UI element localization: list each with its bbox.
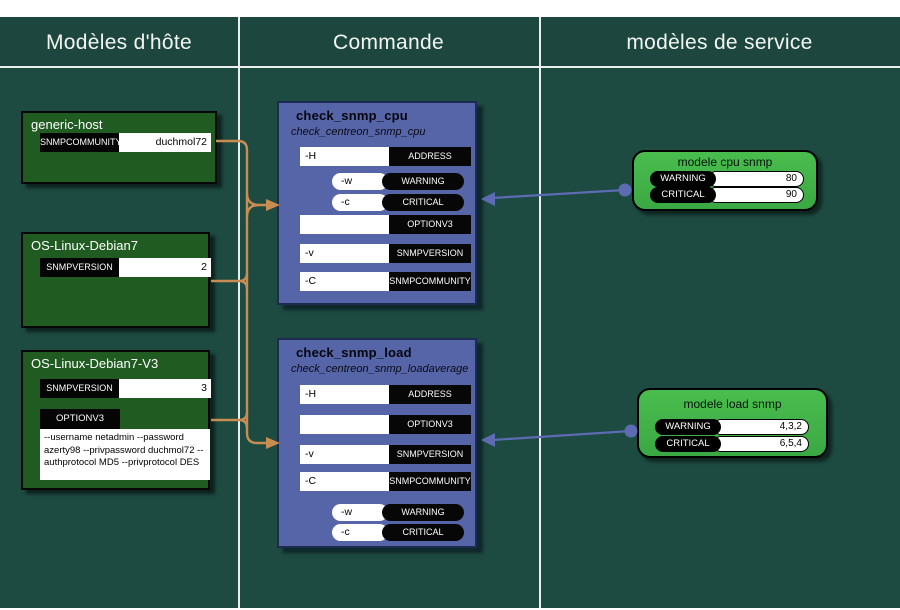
- threshold-value: 4,3,2: [713, 419, 809, 435]
- host-template-title: generic-host: [31, 117, 103, 132]
- macro-value: 3: [119, 379, 211, 398]
- command-title: check_snmp_load: [296, 345, 412, 360]
- macro-name: SNMPCOMMUNITY: [40, 133, 122, 152]
- arg-macro: ADDRESS: [389, 385, 471, 404]
- threshold-row: WARNING 80: [650, 171, 804, 187]
- threshold-name: CRITICAL: [655, 436, 721, 452]
- command-arg-row: -C SNMPCOMMUNITY: [300, 472, 471, 491]
- arg-macro: WARNING: [382, 504, 464, 521]
- macro-name: SNMPVERSION: [40, 258, 119, 277]
- macro-name: SNMPVERSION: [40, 379, 119, 398]
- command-check-snmp-load: check_snmp_load check_centreon_snmp_load…: [277, 338, 477, 548]
- command-check-snmp-cpu: check_snmp_cpu check_centreon_snmp_cpu -…: [277, 101, 477, 305]
- threshold-value: 6,5,4: [713, 436, 809, 452]
- arg-macro: WARNING: [382, 173, 464, 190]
- threshold-value: 80: [708, 171, 804, 187]
- threshold-value: 90: [708, 187, 804, 203]
- arg-macro: SNMPVERSION: [389, 244, 471, 263]
- arg-flag: -v: [300, 244, 389, 263]
- service-template-cpu-snmp: modele cpu snmp WARNING 80 CRITICAL 90: [632, 150, 818, 211]
- arg-macro: CRITICAL: [382, 524, 464, 541]
- command-arg-row: -H ADDRESS: [300, 147, 471, 166]
- command-arg-row: OPTIONV3: [300, 415, 471, 434]
- arg-macro: SNMPCOMMUNITY: [389, 472, 471, 491]
- command-plugin: check_centreon_snmp_cpu: [291, 126, 426, 138]
- command-arg-row: -v SNMPVERSION: [300, 244, 471, 263]
- host-template-os-linux-debian7-v3: OS-Linux-Debian7-V3 SNMPVERSION 3 OPTION…: [21, 350, 211, 490]
- arg-macro: SNMPVERSION: [389, 445, 471, 464]
- command-arg-row: -c CRITICAL: [332, 524, 464, 541]
- host-template-title: OS-Linux-Debian7: [31, 238, 138, 253]
- bottom-margin: [0, 608, 900, 610]
- command-arg-row: -H ADDRESS: [300, 385, 471, 404]
- threshold-row: CRITICAL 6,5,4: [655, 436, 809, 452]
- macro-row: SNMPCOMMUNITY duchmol72: [40, 133, 211, 152]
- threshold-name: WARNING: [650, 171, 716, 187]
- command-arg-row: -w WARNING: [332, 504, 464, 521]
- arg-flag: -C: [300, 472, 389, 491]
- column-divider-1: [238, 17, 240, 608]
- arg-flag: -H: [300, 147, 389, 166]
- command-arg-row: -v SNMPVERSION: [300, 445, 471, 464]
- arg-macro: ADDRESS: [389, 147, 471, 166]
- arg-flag: [300, 415, 389, 434]
- macro-row: SNMPVERSION 3: [40, 379, 211, 398]
- arg-flag: [300, 215, 389, 234]
- arg-macro: SNMPCOMMUNITY: [389, 272, 471, 291]
- macro-value: 2: [119, 258, 211, 277]
- arg-flag: -w: [332, 173, 388, 190]
- threshold-row: WARNING 4,3,2: [655, 419, 809, 435]
- arg-macro: OPTIONV3: [389, 215, 471, 234]
- arg-flag: -v: [300, 445, 389, 464]
- arg-flag: -c: [332, 194, 388, 211]
- column-title-services: modèles de service: [626, 31, 813, 54]
- threshold-row: CRITICAL 90: [650, 187, 804, 203]
- command-arg-row: -c CRITICAL: [332, 194, 464, 211]
- threshold-name: CRITICAL: [650, 187, 716, 203]
- command-arg-row: OPTIONV3: [300, 215, 471, 234]
- optionv3-macro-name: OPTIONV3: [40, 409, 120, 429]
- host-template-title: OS-Linux-Debian7-V3: [31, 356, 159, 371]
- host-template-generic-host: generic-host SNMPCOMMUNITY duchmol72: [21, 111, 217, 184]
- column-header-band: [0, 17, 900, 68]
- column-title-hosts: Modèles d'hôte: [46, 31, 192, 54]
- service-template-title: modele cpu snmp: [677, 155, 773, 169]
- arg-macro: OPTIONV3: [389, 415, 471, 434]
- column-title-commands: Commande: [333, 31, 444, 54]
- service-template-title: modele load snmp: [683, 397, 782, 411]
- command-arg-row: -C SNMPCOMMUNITY: [300, 272, 471, 291]
- host-template-os-linux-debian7: OS-Linux-Debian7 SNMPVERSION 2: [21, 232, 211, 328]
- macro-row: SNMPVERSION 2: [40, 258, 211, 277]
- arg-macro: CRITICAL: [382, 194, 464, 211]
- command-arg-row: -w WARNING: [332, 173, 464, 190]
- arg-flag: -w: [332, 504, 388, 521]
- command-plugin: check_centreon_snmp_loadaverage: [291, 363, 469, 375]
- optionv3-macro-value: --username netadmin --password azerty98 …: [40, 429, 210, 480]
- arg-flag: -H: [300, 385, 389, 404]
- arg-flag: -C: [300, 272, 389, 291]
- arg-flag: -c: [332, 524, 388, 541]
- column-divider-2: [539, 17, 541, 608]
- macro-value: duchmol72: [119, 133, 211, 152]
- threshold-name: WARNING: [655, 419, 721, 435]
- command-title: check_snmp_cpu: [296, 108, 408, 123]
- service-template-load-snmp: modele load snmp WARNING 4,3,2 CRITICAL …: [637, 388, 828, 458]
